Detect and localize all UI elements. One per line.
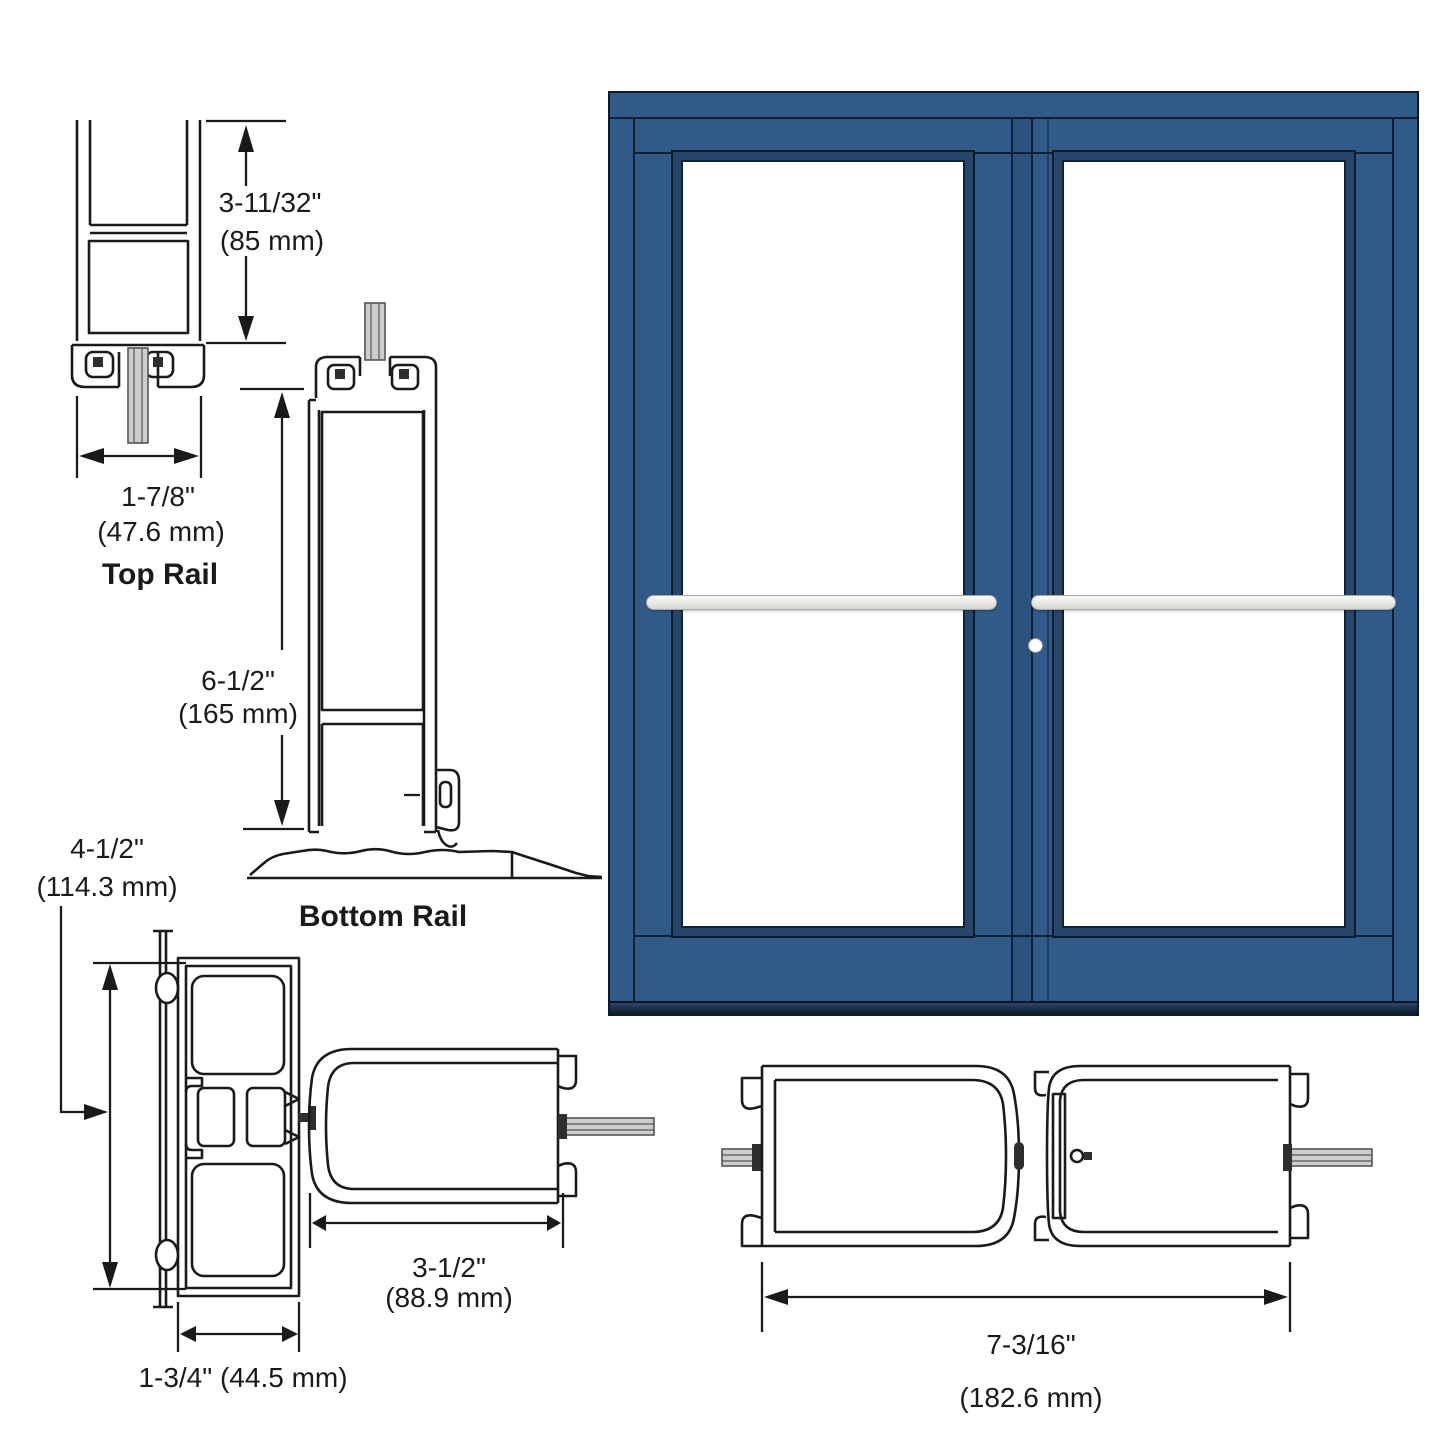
bottom-rail-title: Bottom Rail <box>298 899 468 933</box>
push-bar-left-leaf <box>646 595 997 610</box>
active-stile-edge-seam <box>1047 117 1049 1001</box>
jamb-depth-inches: 4-1/2" <box>70 832 144 864</box>
jamb-depth-mm: (114.3 mm) <box>36 870 178 902</box>
jamb-width-dimension: 1-3/4" (44.5 mm) <box>138 1361 348 1393</box>
bottom-rail-section-drawing <box>240 302 603 880</box>
header-seam-right <box>1354 152 1394 154</box>
lock-stile-width-mm: (88.9 mm) <box>385 1281 513 1313</box>
right-leaf-glass <box>1062 160 1346 928</box>
push-bar-right-leaf <box>1031 595 1396 610</box>
left-leaf-glass <box>681 160 965 928</box>
left-jamb-seam <box>633 117 635 1001</box>
lock-stile-section-drawing <box>307 1047 655 1248</box>
meeting-stile-gap-seam <box>1011 117 1013 1001</box>
meeting-stiles-width-inches: 7-3/16" <box>986 1328 1076 1360</box>
header-seam-center <box>973 152 1054 154</box>
astragal-shade <box>1011 117 1032 1001</box>
door-jamb-section-drawing <box>59 906 316 1352</box>
lock-stile-width-inches: 3-1/2" <box>412 1251 486 1283</box>
astragal-seam <box>1031 117 1033 1001</box>
top-rail-height-inches: 3-11/32" <box>218 186 322 218</box>
right-leaf-glass-stop <box>1054 152 1354 936</box>
top-rail-width-inches: 1-7/8" <box>121 480 195 512</box>
top-rail-height-mm: (85 mm) <box>219 224 325 256</box>
lock-cylinder <box>1028 638 1043 653</box>
bottom-rail-height-mm: (165 mm) <box>178 697 298 729</box>
top-rail-width-mm: (47.6 mm) <box>97 515 225 547</box>
right-jamb-seam <box>1392 117 1394 1001</box>
meeting-stiles-section-drawing <box>721 1064 1373 1332</box>
bottom-rail-seam-right <box>1354 935 1394 937</box>
meeting-stiles-width-mm: (182.6 mm) <box>959 1381 1103 1413</box>
frame-head-seam <box>610 117 1417 119</box>
double-door-elevation <box>610 93 1417 1014</box>
door-sill <box>610 1001 1417 1014</box>
bottom-rail-seam-center <box>973 935 1054 937</box>
header-seam-left <box>633 152 673 154</box>
bottom-rail-height-inches: 6-1/2" <box>201 664 275 696</box>
top-rail-title: Top Rail <box>101 557 219 591</box>
left-leaf-glass-stop <box>673 152 973 936</box>
bottom-rail-seam-left <box>633 935 673 937</box>
top-rail-section-drawing <box>70 119 286 478</box>
